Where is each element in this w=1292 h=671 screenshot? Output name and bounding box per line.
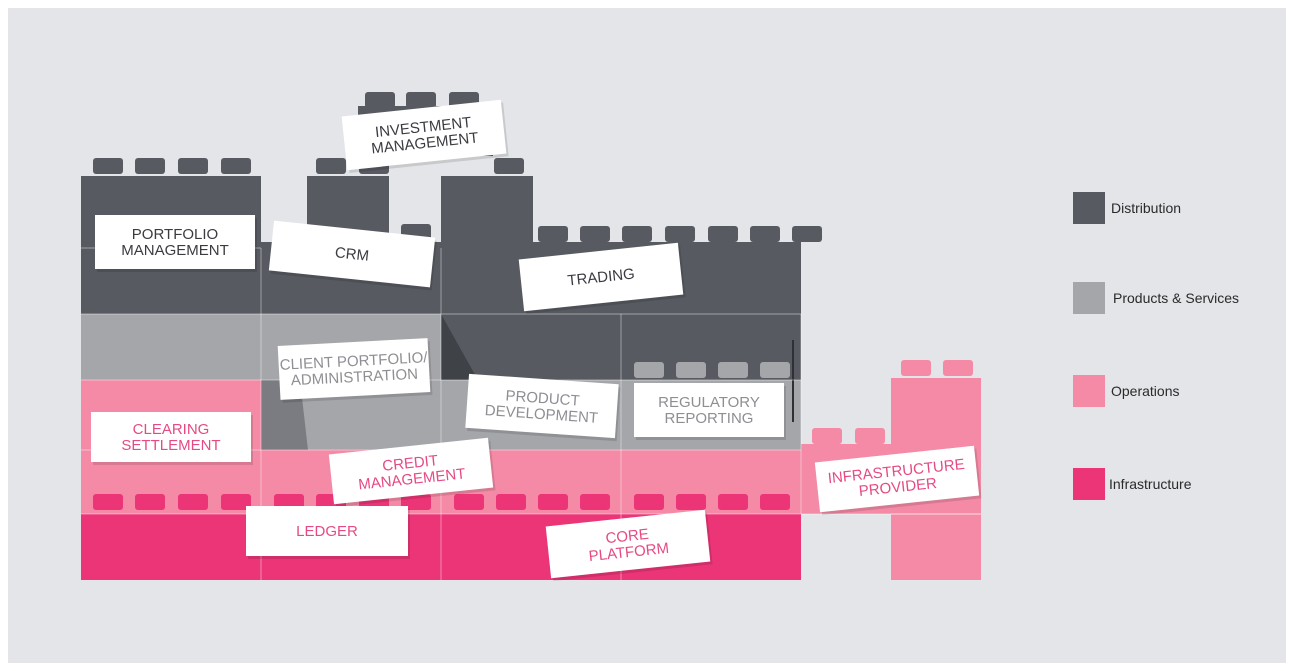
stud xyxy=(855,428,885,444)
legend-item-operations: Operations xyxy=(1073,375,1273,407)
legend-swatch-operations xyxy=(1073,375,1105,407)
legend-label: Operations xyxy=(1111,383,1180,399)
infrastructure-provider-base xyxy=(891,514,981,580)
stud xyxy=(580,494,610,510)
legend-swatch-products-services xyxy=(1073,282,1105,314)
ledger-card: LEDGER xyxy=(246,506,410,559)
card-label: TRADING xyxy=(567,266,636,290)
stud xyxy=(812,428,842,444)
card-background xyxy=(91,412,251,462)
card-label: LEDGER xyxy=(296,523,358,540)
stud xyxy=(792,226,822,242)
stud xyxy=(760,494,790,510)
stud xyxy=(580,226,610,242)
legend-item-products-services: Products & Services xyxy=(1073,282,1273,314)
products-services-block xyxy=(81,314,261,380)
card-background xyxy=(545,509,711,579)
stud xyxy=(676,362,706,378)
legend-item-infrastructure: Infrastructure xyxy=(1073,468,1273,500)
stud xyxy=(496,494,526,510)
card-label: CLEARING xyxy=(133,421,210,438)
client-portfolio-card: CLIENT PORTFOLIO/ADMINISTRATION xyxy=(277,338,433,403)
stud xyxy=(178,158,208,174)
card-background xyxy=(465,373,619,439)
stud xyxy=(365,92,395,108)
stud xyxy=(943,360,973,376)
card-background xyxy=(814,445,980,513)
legend-label: Distribution xyxy=(1111,200,1182,216)
card-label: MANAGEMENT xyxy=(121,242,229,259)
stud xyxy=(750,226,780,242)
stud xyxy=(634,362,664,378)
card-background xyxy=(268,220,436,288)
stud xyxy=(221,158,251,174)
card-label: CREDIT xyxy=(382,452,439,475)
stud xyxy=(538,226,568,242)
legend-item-distribution: Distribution xyxy=(1073,192,1273,224)
stud xyxy=(135,494,165,510)
card-background xyxy=(95,215,255,269)
card-background xyxy=(246,506,408,556)
stud xyxy=(454,494,484,510)
stud xyxy=(665,226,695,242)
stud xyxy=(760,362,790,378)
stud xyxy=(718,362,748,378)
legend-swatch-distribution xyxy=(1073,192,1105,224)
stud xyxy=(401,494,431,510)
card-background xyxy=(518,242,684,312)
trading-card: TRADING xyxy=(518,242,686,314)
card-label: CORE xyxy=(605,526,650,547)
card-label: SETTLEMENT xyxy=(121,437,220,454)
card-label: REGULATORY xyxy=(658,394,760,411)
legend-label: Products & Services xyxy=(1113,290,1240,306)
stud xyxy=(316,158,346,174)
card-label: PORTFOLIO xyxy=(132,226,218,243)
crm-card: CRM xyxy=(268,220,437,291)
card-background xyxy=(328,437,494,505)
card-background xyxy=(277,338,431,400)
stud xyxy=(93,158,123,174)
card-label: ADMINISTRATION xyxy=(290,366,418,390)
legend-swatch-infrastructure xyxy=(1073,468,1105,500)
card-label: REPORTING xyxy=(665,410,754,427)
stud xyxy=(708,226,738,242)
stud xyxy=(135,158,165,174)
card-label: CRM xyxy=(334,244,370,264)
stud xyxy=(901,360,931,376)
stud xyxy=(221,494,251,510)
card-background xyxy=(634,383,784,437)
card-label: PRODUCT xyxy=(505,387,580,409)
card-background xyxy=(341,99,507,171)
stud xyxy=(93,494,123,510)
shadow xyxy=(441,314,478,380)
stud xyxy=(676,494,706,510)
stud xyxy=(622,226,652,242)
stud xyxy=(634,494,664,510)
stud xyxy=(718,494,748,510)
legend-label: Infrastructure xyxy=(1109,476,1192,492)
stud xyxy=(178,494,208,510)
stud xyxy=(494,158,524,174)
stud xyxy=(406,92,436,108)
stud xyxy=(538,494,568,510)
